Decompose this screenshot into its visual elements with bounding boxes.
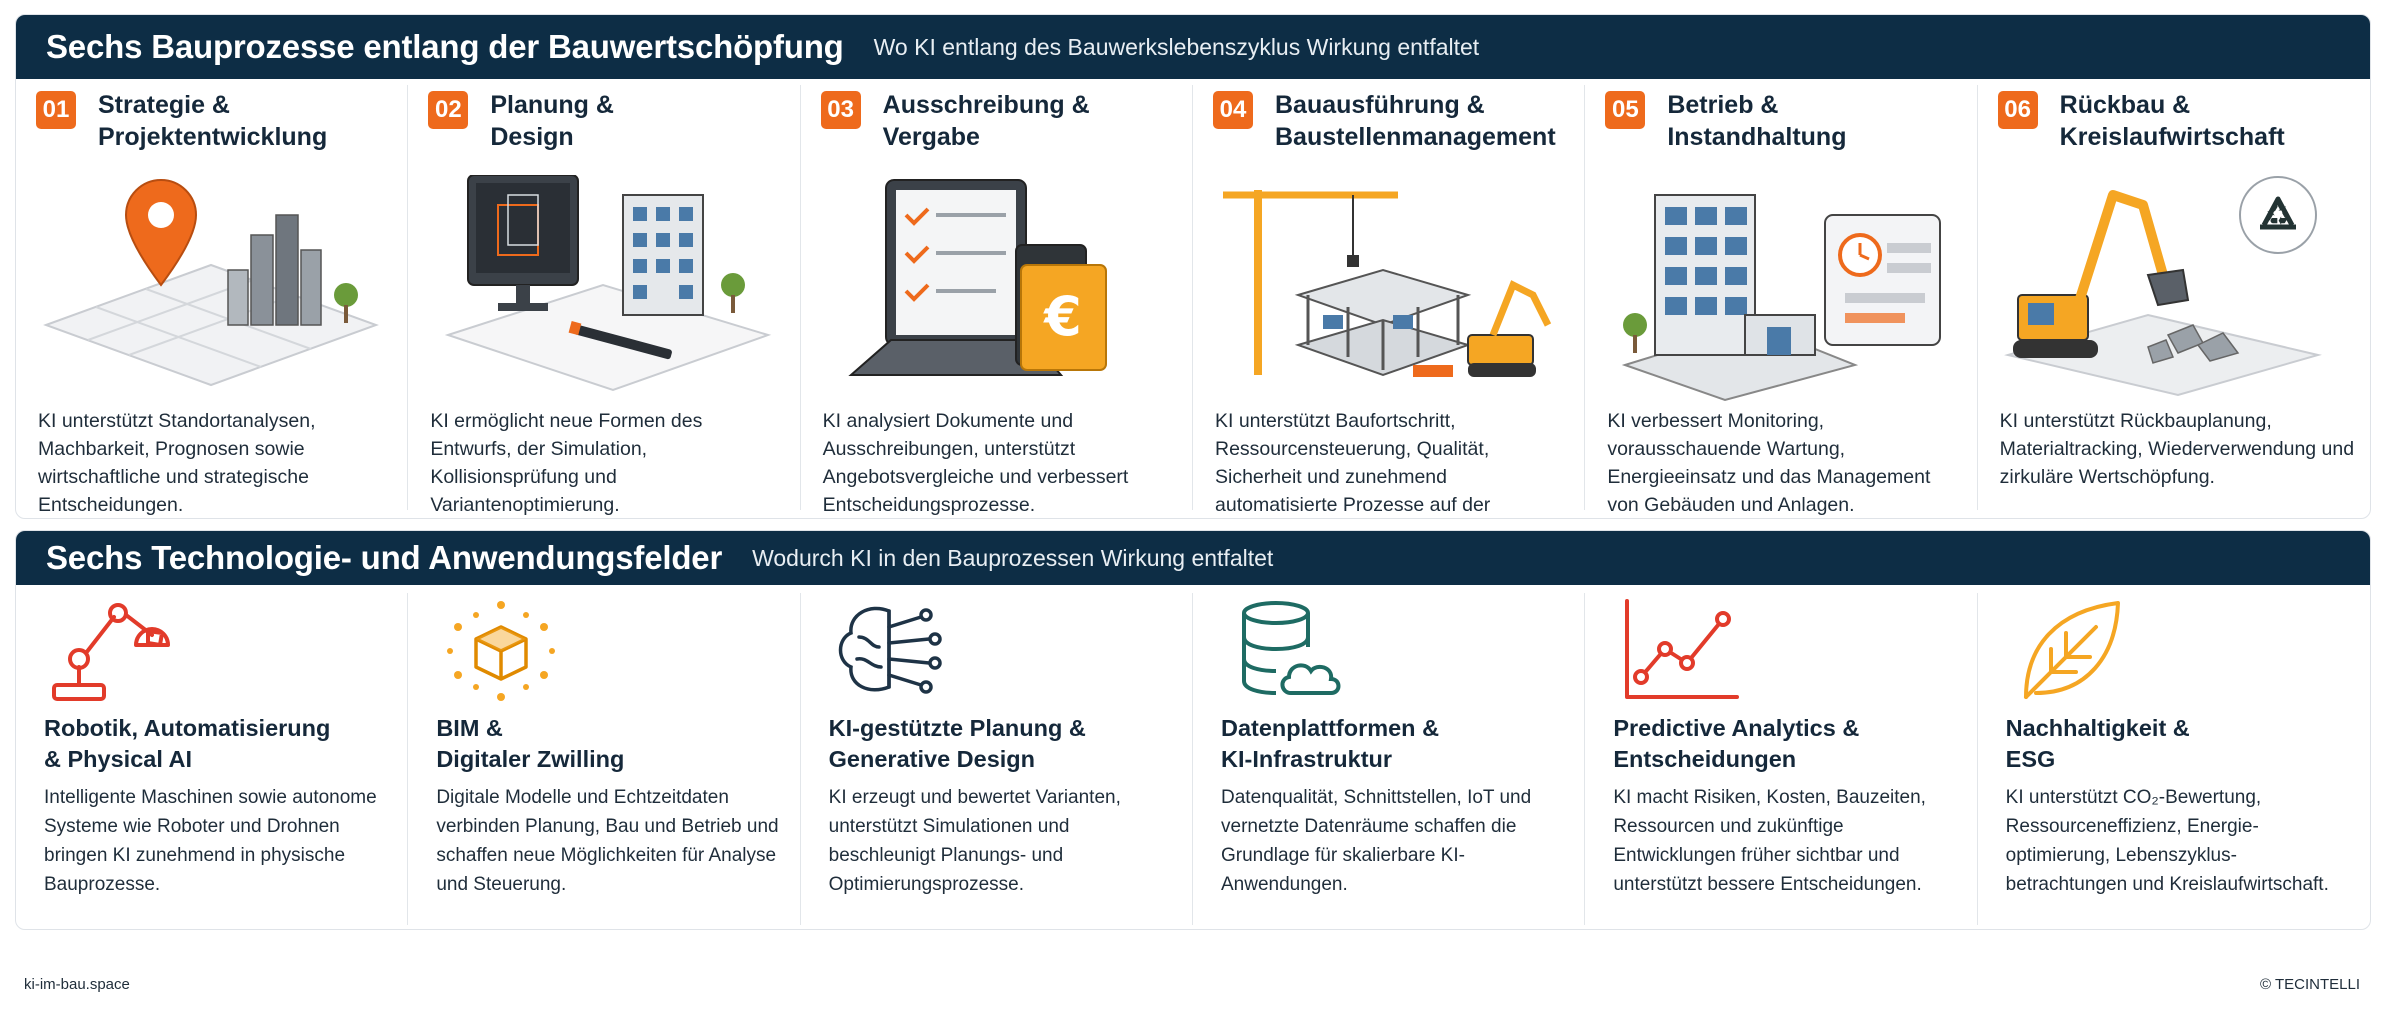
process-number: 05 [1605,91,1646,129]
processes-row: 01 Strategie & Projektentwicklung KI unt… [16,85,2370,516]
process-number: 03 [820,91,861,129]
process-title: Betrieb & Instandhaltung [1667,91,1847,151]
line-chart-icon [1625,599,1740,699]
process-card-strategie: 01 Strategie & Projektentwicklung KI unt… [16,85,409,516]
svg-text:♻: ♻ [2264,198,2291,233]
process-number: 06 [1997,91,2038,129]
process-description: KI unterstützt Rückbauplanung, Materialt… [1999,410,2355,488]
footer-website: ki-im-bau.space [24,976,130,993]
laptop-checklist-illustration: € [847,179,1107,376]
process-number: 01 [36,91,76,129]
tech-title: Robotik, Automatisierung & Physical AI [44,715,331,772]
technologies-header: Sechs Technologie- und Anwendungsfelder … [16,531,2370,585]
process-card-betrieb: 05 Betrieb & Instandhaltung [1585,85,1978,516]
process-number: 04 [1213,91,1253,129]
tech-card-robotik: Robotik, Automatisierung & Physical AI I… [16,593,409,925]
brain-circuit-icon [838,606,942,694]
tech-title: Datenplattformen & KI-Infrastruktur [1221,715,1440,772]
leaf-icon [2023,601,2120,699]
process-title: Ausschreibung & Vergabe [882,91,1090,151]
database-cloud-icon [1242,601,1341,695]
robot-arm-icon [52,603,170,701]
tech-card-planung: KI-gestützte Planung & Generative Design… [801,593,1193,925]
tech-title: Predictive Analytics & Entscheidungen [1613,715,1860,772]
svg-text:€: € [1042,285,1082,348]
bim-monitor-illustration [445,175,772,392]
tech-description: KI erzeugt und bewertet Varianten, unter… [828,787,1121,895]
footer-copyright: © TECINTELLI [2260,976,2360,993]
process-card-bauausfuehrung: 04 Bauausführung & Baustellenmanagement [1193,85,1586,516]
processes-header: Sechs Bauprozesse entlang der Bauwertsch… [16,15,2370,79]
technologies-panel: Sechs Technologie- und Anwendungsfelder … [15,530,2371,930]
tech-description: Intelligente Maschinen sowie autonome Sy… [44,787,377,895]
processes-panel: Sechs Bauprozesse entlang der Bauwertsch… [15,14,2371,519]
tech-description: KI macht Risiken, Kosten, Bauzeiten, Res… [1613,787,1926,895]
technologies-subtitle: Wodurch KI in den Bauprozessen Wirkung e… [752,544,1274,571]
processes-title: Sechs Bauprozesse entlang der Bauwertsch… [46,28,844,65]
process-description: KI ermöglicht neue Formen des Entwurfs, … [430,410,703,516]
tech-card-esg: Nachhaltigkeit & ESG KI unterstützt CO₂-… [1978,593,2370,925]
tech-description: Digitale Modelle und Echtzeitdaten verbi… [436,787,779,895]
cube-network-icon [447,601,556,701]
process-title: Bauausführung & Baustellenmanagement [1275,91,1556,151]
process-card-planung: 02 Planung & Design [408,85,801,516]
building-monitoring-illustration [1622,194,1942,402]
tech-card-daten: Datenplattformen & KI-Infrastruktur Date… [1193,593,1586,925]
process-number: 02 [428,91,469,129]
tech-title: KI-gestützte Planung & Generative Design [828,715,1086,772]
process-description: KI analysiert Dokumente und Ausschreibun… [822,410,1129,516]
process-description: KI verbessert Monitoring, vorausschauend… [1607,410,1931,516]
process-title: Strategie & Projektentwicklung [98,91,328,151]
tech-description: KI unterstützt CO₂-Bewertung, Ressourcen… [2005,787,2329,895]
process-description: KI unterstützt Standortanalysen, Machbar… [38,410,316,516]
map-pin-city-illustration [43,179,379,387]
processes-subtitle: Wo KI entlang des Bauwerkslebenszyklus W… [873,33,1480,60]
tech-description: Datenqualität, Schnittstellen, IoT und v… [1221,787,1532,895]
technologies-row: Robotik, Automatisierung & Physical AI I… [16,593,2370,925]
process-card-ausschreibung: 03 Ausschreibung & Vergabe € KI analysie… [801,85,1193,516]
tech-card-analytics: Predictive Analytics & Entscheidungen KI… [1585,593,1978,925]
process-title: Rückbau & Kreislaufwirtschaft [2059,91,2285,151]
excavator-recycle-illustration: ♻ [2003,176,2322,397]
process-description: KI unterstützt Baufortschritt, Ressource… [1215,410,1491,516]
process-title: Planung & Design [490,91,614,151]
tech-title: BIM & Digitaler Zwilling [436,715,625,772]
tech-title: Nachhaltigkeit & ESG [2005,715,2190,772]
process-card-rueckbau: 06 Rückbau & Kreislaufwirtschaft [1978,85,2370,510]
crane-construction-illustration [1223,190,1552,377]
technologies-title: Sechs Technologie- und Anwendungsfelder [46,539,723,576]
tech-card-bim: BIM & Digitaler Zwilling Digitale Modell… [408,593,801,925]
